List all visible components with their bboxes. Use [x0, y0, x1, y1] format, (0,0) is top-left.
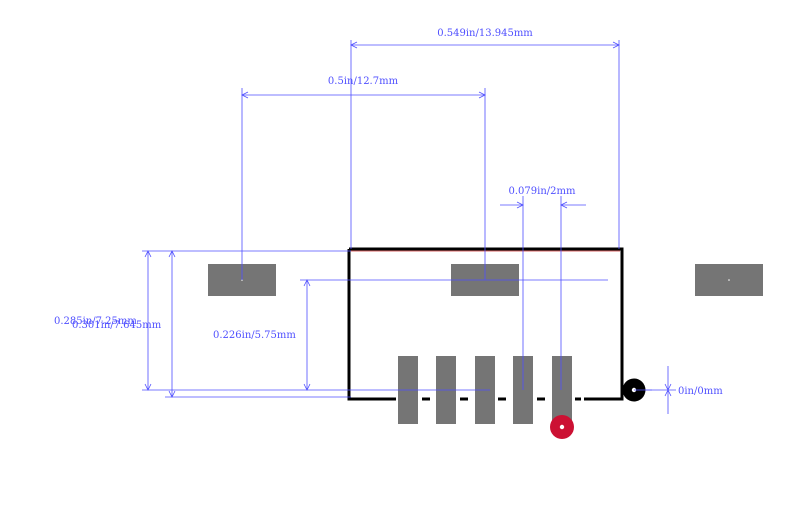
dim-pad-offset: 0.226in/5.75mm — [213, 279, 608, 391]
dim-pin-pitch-label: 0.079in/2mm — [509, 186, 576, 197]
pad-center-dot — [728, 279, 730, 281]
dim-origin-label: 0in/0mm — [678, 386, 723, 397]
dim-pad-offset-label: 0.226in/5.75mm — [213, 330, 296, 341]
dim-pad-pitch-label: 0.5in/12.7mm — [328, 76, 399, 87]
dim-height-b-label: 0.301in/7.645mm — [72, 320, 162, 331]
dim-height-left: 0.285in/7.25mm 0.301in/7.645mm — [54, 250, 490, 398]
component-outline — [347, 247, 624, 401]
dim-height-a-label: 0.285in/7.25mm — [54, 316, 137, 327]
pin-pad-5 — [552, 356, 572, 424]
dim-overall-width: 0.549in/13.945mm — [350, 28, 620, 249]
pin1-marker-icon — [550, 415, 574, 439]
dim-pad-pitch: 0.5in/12.7mm — [241, 76, 486, 280]
origin-marker-icon — [622, 378, 652, 402]
dim-pin-pitch: 0.079in/2mm — [500, 186, 586, 390]
dim-overall-width-label: 0.549in/13.945mm — [437, 28, 533, 39]
dim-origin: 0in/0mm — [634, 366, 723, 414]
